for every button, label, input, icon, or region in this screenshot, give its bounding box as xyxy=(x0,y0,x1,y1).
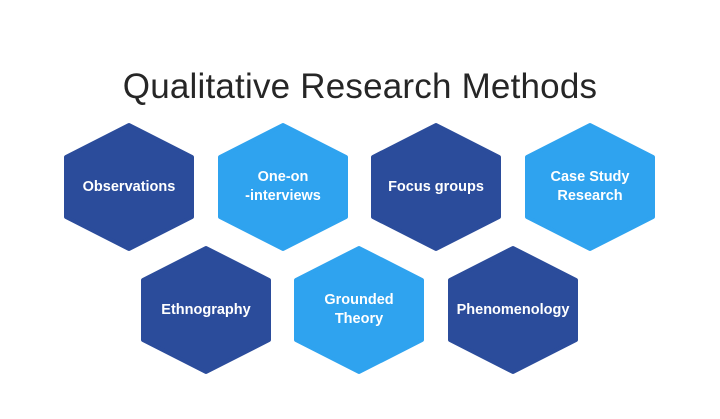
hexagon-label: Focus groups xyxy=(388,178,484,195)
hexagon-label: Case Study Research xyxy=(550,169,630,204)
hexagon-observations: Observations xyxy=(63,123,195,251)
diagram-title: Qualitative Research Methods xyxy=(122,67,598,107)
hexagon-label: Grounded Theory xyxy=(324,292,394,327)
hexagon-label: Ethnography xyxy=(161,301,251,318)
hexagon-ethnography: Ethnography xyxy=(140,246,272,374)
hexagon-focus-groups: Focus groups xyxy=(370,123,502,251)
hexagon-label: Phenomenology xyxy=(456,301,570,318)
hexagon-label: Observations xyxy=(82,178,176,195)
hexagon-case-study-research: Case Study Research xyxy=(524,123,656,251)
hexagon-one-on-one-interviews: One-on -interviews xyxy=(217,123,349,251)
hexagon-grounded-theory: Grounded Theory xyxy=(293,246,425,374)
hexagon-label: One-on -interviews xyxy=(245,169,321,204)
hexagon-phenomenology: Phenomenology xyxy=(447,246,579,374)
